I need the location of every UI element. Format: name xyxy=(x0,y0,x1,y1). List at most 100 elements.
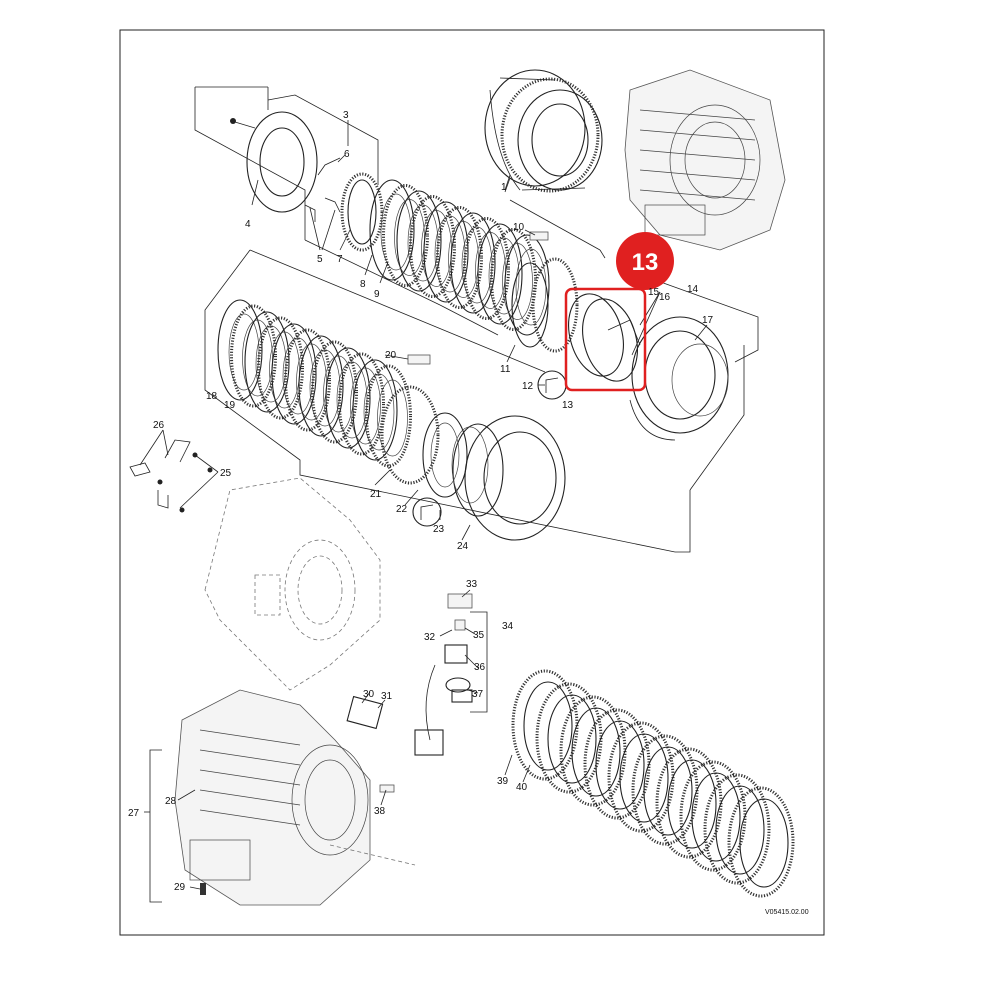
lower-plate xyxy=(352,359,398,461)
friction-disc xyxy=(727,786,795,898)
callout-37: 37 xyxy=(472,689,484,700)
friction-disc-inner xyxy=(523,681,573,771)
callout-31: 31 xyxy=(381,691,393,702)
lower-plate xyxy=(230,304,277,408)
plate-pack-outline xyxy=(204,249,676,553)
lower-plate-inner xyxy=(377,379,408,457)
callout-3: 3 xyxy=(343,110,349,121)
lower-plate xyxy=(325,347,371,449)
lower-plate-stack xyxy=(217,299,412,468)
highlight-badge-label: 13 xyxy=(632,249,659,276)
callout-30: 30 xyxy=(363,689,375,700)
friction-disc-inner xyxy=(571,707,621,797)
callout-32: 32 xyxy=(424,632,436,643)
callout-25: 25 xyxy=(220,468,232,479)
lower-plate-inner xyxy=(269,331,300,409)
callout-15: 15 xyxy=(648,287,660,298)
highlighted-rings xyxy=(568,293,641,382)
upper-plate xyxy=(463,217,510,320)
callout-35: 35 xyxy=(473,630,485,641)
lower-plate-inner xyxy=(309,349,341,427)
lock-piece-23 xyxy=(412,497,442,527)
lower-plate xyxy=(338,352,385,456)
friction-disc-inner xyxy=(619,733,669,823)
bottom-housing xyxy=(174,689,416,906)
lower-plate-inner xyxy=(363,373,395,451)
callout-5: 5 xyxy=(317,254,323,265)
callout-6: 6 xyxy=(344,149,350,160)
upper-plate xyxy=(382,184,429,287)
upper-plate xyxy=(436,206,483,309)
upper-plate xyxy=(369,179,415,281)
lower-plate xyxy=(244,311,290,413)
callout-40: 40 xyxy=(516,782,528,793)
callout-36: 36 xyxy=(474,662,486,673)
callout-7: 7 xyxy=(337,254,343,265)
callout-19: 19 xyxy=(224,400,236,411)
lower-plate-inner xyxy=(350,367,381,445)
callout-21: 21 xyxy=(370,489,382,500)
callout-labels: 1 3 4 5 6 7 8 9 10 11 12 13 14 15 16 17 … xyxy=(128,110,714,893)
callout-22: 22 xyxy=(396,504,408,515)
friction-disc-inner xyxy=(595,720,645,810)
callout-11: 11 xyxy=(500,364,511,375)
lower-plate xyxy=(311,340,358,444)
lower-plate-inner xyxy=(336,361,368,439)
callout-33: 33 xyxy=(466,579,478,590)
rings-21-22 xyxy=(380,385,468,498)
callout-18: 18 xyxy=(206,391,218,402)
callout-24: 24 xyxy=(457,541,469,552)
friction-disc xyxy=(703,773,771,885)
sensor-assembly xyxy=(346,593,488,756)
friction-disc-inner xyxy=(547,694,597,784)
callout-23: 23 xyxy=(433,524,445,535)
callout-16: 16 xyxy=(659,292,671,303)
upper-assembly-outline xyxy=(194,86,759,553)
lower-plate-inner xyxy=(242,319,273,397)
upper-plate xyxy=(423,201,469,303)
callout-20: 20 xyxy=(385,350,397,361)
cover-plate xyxy=(230,111,318,213)
bolt xyxy=(529,231,549,241)
upper-plate-inner xyxy=(488,237,520,315)
group-bracket-27 xyxy=(149,749,162,903)
upper-plate xyxy=(450,212,496,314)
friction-disc-inner xyxy=(691,772,741,862)
callout-39: 39 xyxy=(497,776,509,787)
lower-plate-inner xyxy=(228,313,260,391)
reference-code: V05415.02.00 xyxy=(765,909,809,916)
pins xyxy=(304,157,341,222)
friction-disc-inner xyxy=(667,759,717,849)
clutch-drum xyxy=(484,69,603,193)
callout-8: 8 xyxy=(360,279,366,290)
friction-disc-stack xyxy=(511,669,795,898)
upper-plate xyxy=(409,195,456,298)
lower-plate xyxy=(217,299,263,401)
brackets xyxy=(129,439,213,513)
bolt-20 xyxy=(407,354,431,365)
callout-34: 34 xyxy=(502,621,514,632)
snap-ring xyxy=(511,257,579,353)
lower-plate xyxy=(298,335,344,437)
drum-24 xyxy=(451,415,566,541)
middle-housing xyxy=(204,477,381,691)
callout-26: 26 xyxy=(153,420,165,431)
friction-disc-inner xyxy=(715,785,765,875)
upper-plate xyxy=(504,234,550,336)
highlight-badge xyxy=(616,232,674,290)
callout-29: 29 xyxy=(174,882,186,893)
lower-plate xyxy=(257,316,304,420)
callout-27: 27 xyxy=(128,808,140,819)
lower-plate-inner xyxy=(282,337,314,415)
upper-plate xyxy=(477,223,523,325)
lower-plate-inner xyxy=(323,355,354,433)
lower-plate-inner xyxy=(296,343,327,421)
callout-12: 12 xyxy=(522,381,534,392)
friction-disc-inner xyxy=(643,746,693,836)
callout-13: 13 xyxy=(562,400,574,411)
highlight-box xyxy=(564,287,647,392)
callout-17: 17 xyxy=(702,315,714,326)
leader-lines xyxy=(139,120,708,890)
upper-plate xyxy=(396,190,442,292)
